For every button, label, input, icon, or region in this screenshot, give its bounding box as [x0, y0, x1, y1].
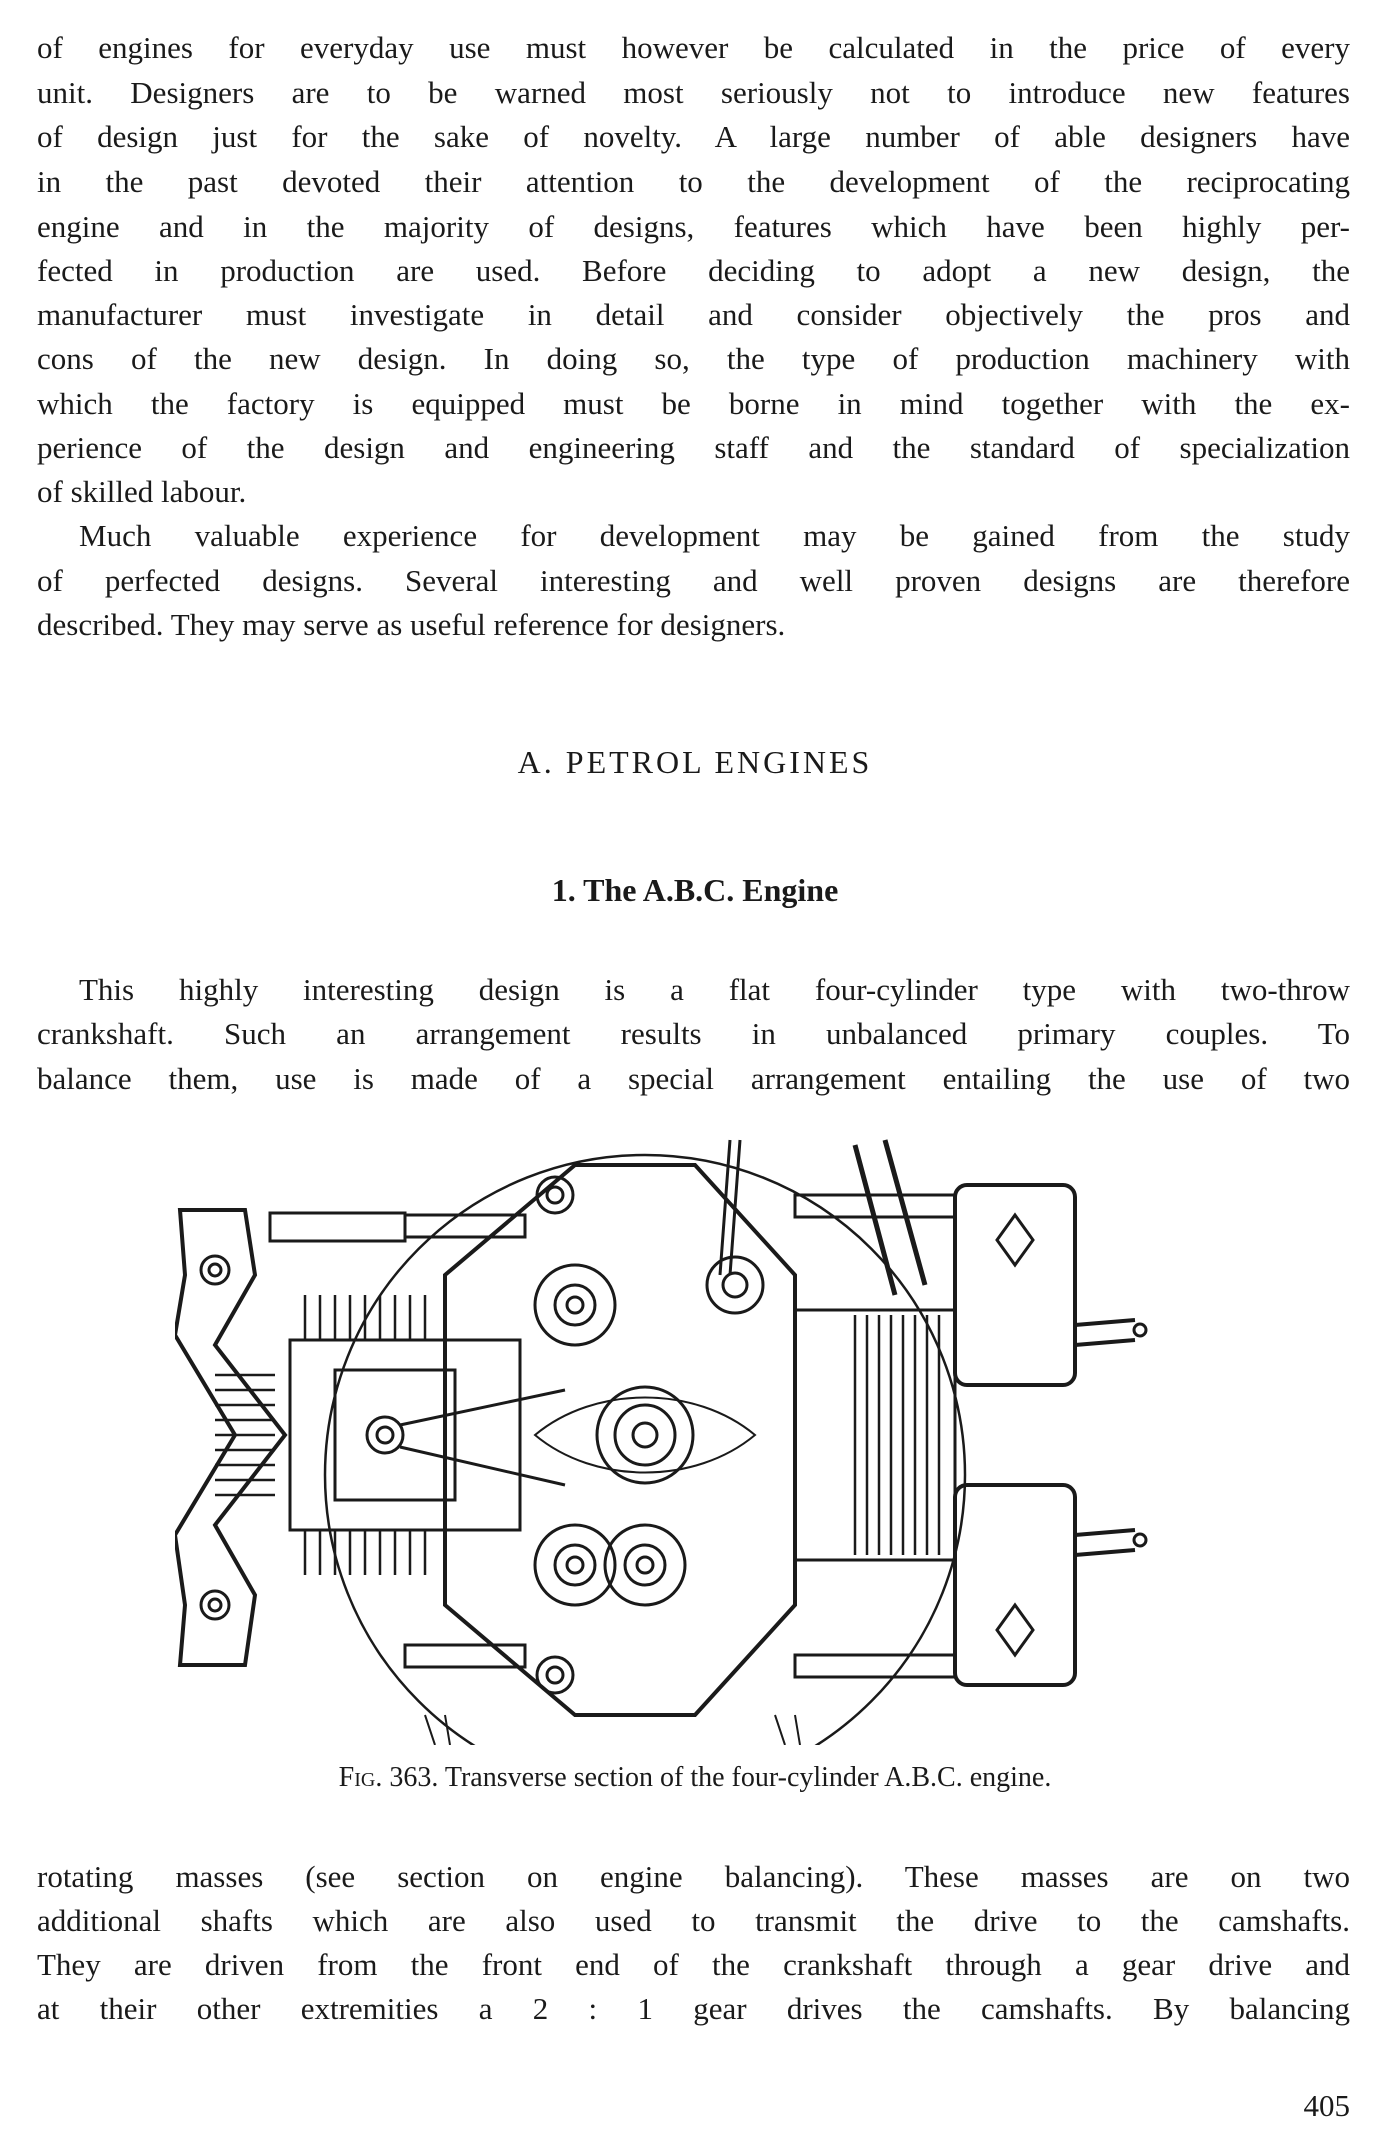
text-line: of skilled labour.	[37, 474, 247, 509]
text-line: of design just for the sake of novelty. …	[37, 119, 1350, 154]
text-line: of engines for everyday use must however…	[37, 30, 1350, 65]
text-line: cons of the new design. In doing so, the…	[37, 341, 1350, 376]
text-line: at their other extremities a 2 : 1 gear …	[37, 1991, 1350, 2026]
text-line: of perfected designs. Several interestin…	[37, 563, 1350, 598]
text-line: unit. Designers are to be warned most se…	[37, 75, 1350, 110]
section-heading: A. PETROL ENGINES	[517, 744, 873, 780]
subsection-heading: 1. The A.B.C. Engine	[551, 872, 839, 908]
text-line: additional shafts which are also used to…	[37, 1903, 1350, 1938]
engine-section-drawing	[175, 1139, 1148, 1745]
figure-caption-text: Transverse section of the four-cylinder …	[444, 1762, 1052, 1793]
text-line: crankshaft. Such an arrangement results …	[37, 1016, 1350, 1051]
text-line: This highly interesting design is a flat…	[79, 972, 1350, 1007]
text-line: engine and in the majority of designs, f…	[37, 209, 1350, 244]
page-number: 405	[1303, 2088, 1351, 2123]
text-line: Much valuable experience for development…	[79, 518, 1350, 553]
text-line: in the past devoted their attention to t…	[37, 164, 1350, 199]
text-line: which the factory is equipped must be bo…	[37, 386, 1350, 421]
text-line: They are driven from the front end of th…	[37, 1947, 1350, 1982]
text-line: balance them, use is made of a special a…	[37, 1061, 1350, 1096]
text-line: rotating masses (see section on engine b…	[37, 1859, 1350, 1894]
text-line: fected in production are used. Before de…	[37, 253, 1350, 288]
text-line: perience of the design and engineering s…	[37, 430, 1350, 465]
figure-label: Fig.	[338, 1762, 383, 1793]
text-line: manufacturer must investigate in detail …	[37, 297, 1350, 332]
figure-number: 363.	[389, 1762, 439, 1793]
text-line: described. They may serve as useful refe…	[37, 607, 786, 642]
figure-caption: Fig. 363. Transverse section of the four…	[0, 1762, 1390, 1794]
